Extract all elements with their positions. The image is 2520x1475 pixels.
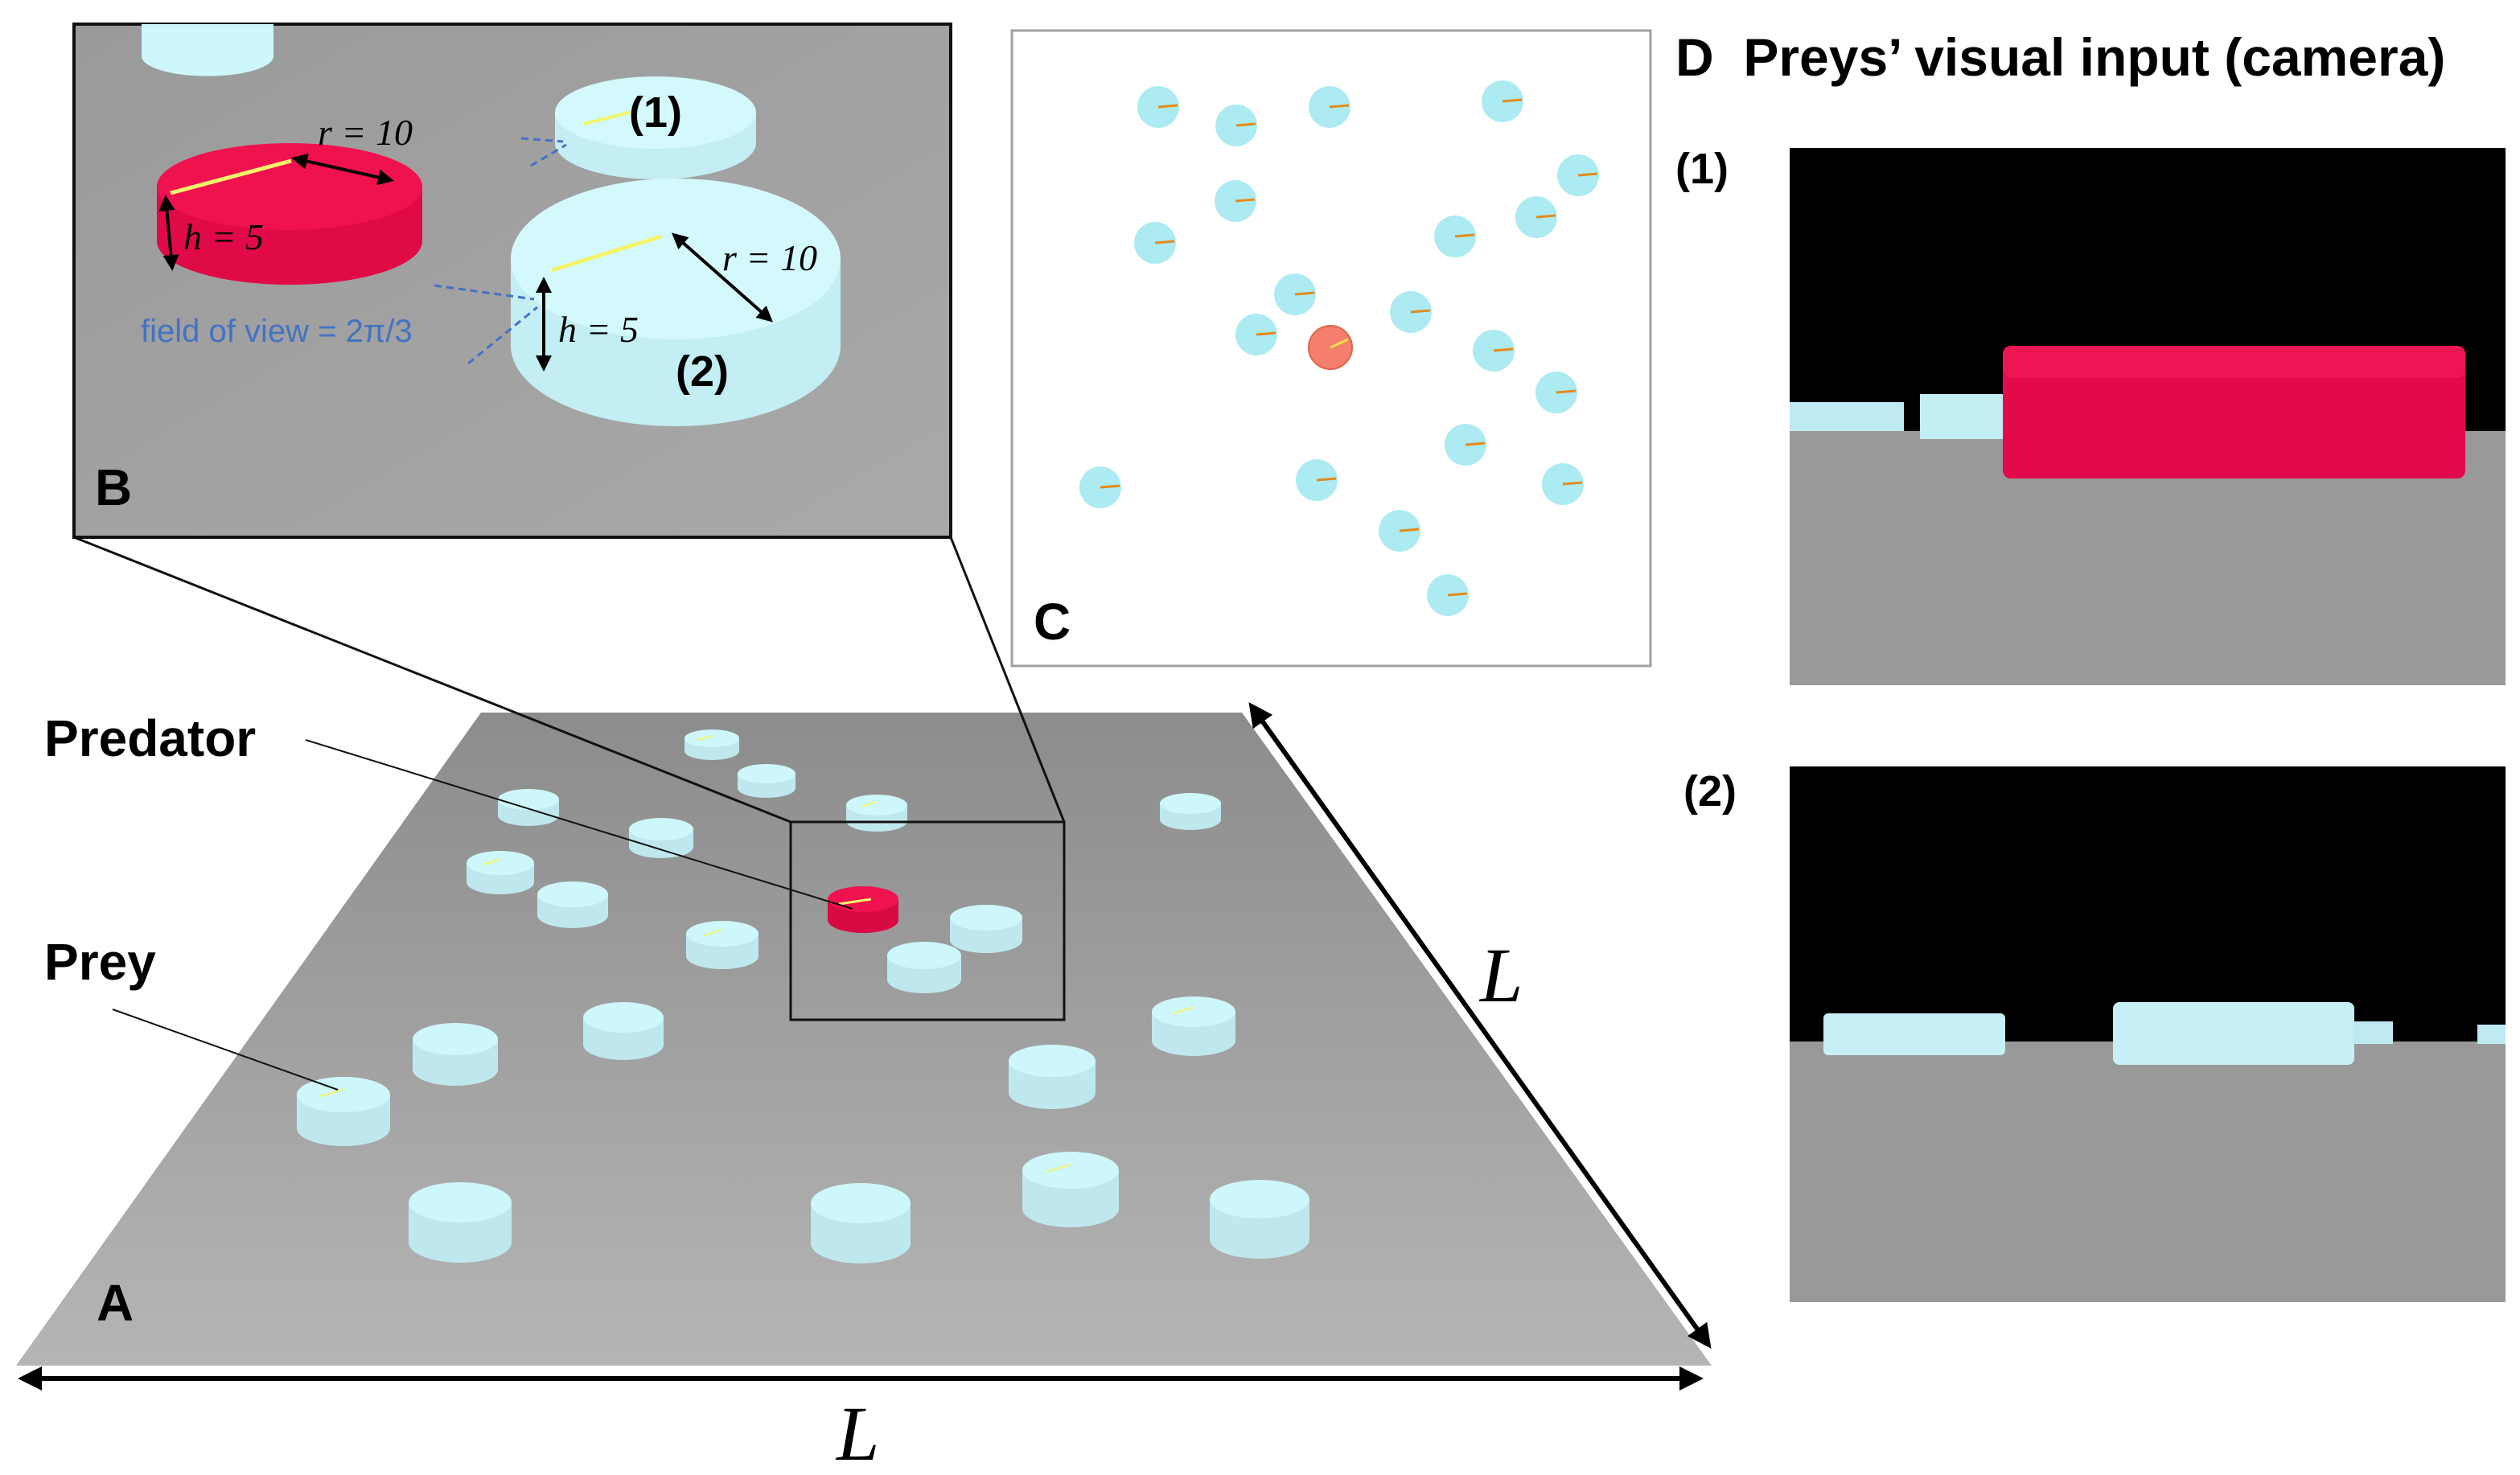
camera-1-predator [2003,346,2465,479]
prey-leader-line [112,1009,339,1091]
zoom-connector-right [949,536,1066,823]
prey-agent-3d [297,1077,390,1146]
prey-agent-top [1079,466,1121,508]
predator-agent-top-view [1308,325,1353,370]
camera-view-1 [1790,148,2506,685]
predator-cylinder-3d [828,886,898,933]
prey-agent-3d [846,795,907,832]
prey-agent-3d [887,942,961,993]
prey-agent-top [1379,510,1420,552]
prey-agent-3d [738,764,795,798]
zoom-region-box [789,820,1066,1021]
panel-c-letter: C [1034,593,1071,651]
prey2-height-label: h = 5 [558,309,639,350]
prey-agent-top [1274,273,1316,315]
predator-agent-3d [828,886,898,933]
predator-radius-label: r = 10 [318,112,413,153]
predator-label: Predator [44,709,256,767]
prey-agent-3d [467,851,534,894]
prey-agent-top [1215,180,1256,222]
panel-d-title: D Preys’ visual input (camera) [1675,27,2445,87]
prey-agent-3d [583,1002,664,1060]
prey-agent-top [1482,80,1523,122]
prey-2-marker: (2) [676,347,729,396]
prey-agent-top [1535,372,1577,413]
prey-agent-top [1296,459,1338,501]
predator-agent-top [1308,325,1353,370]
camera-1-prey-far [1790,402,1904,431]
prey-agent-top [1427,574,1469,616]
prey-agent-3d [537,881,608,928]
prey-agent-3d [686,921,758,969]
prey-partial-top [142,24,273,76]
panel-a-letter: A [97,1274,134,1332]
fov-line-2a [434,284,535,301]
prey-agent-3d [498,789,559,826]
camera-2-prey-left [1823,1013,2005,1055]
panel-d: D Preys’ visual input (camera) (1) (2) [1675,27,2506,1302]
prey2-radius-label: r = 10 [722,237,817,278]
prey-agent-3d [413,1023,498,1086]
prey-1-cylinder [555,76,756,179]
fov-line-2b [467,306,538,365]
panel-a: Predator Prey A L L [16,536,1712,1475]
camera-2-prey-behind [2353,1021,2393,1044]
prey-agent-3d [1009,1045,1096,1109]
prey-agent-3d [950,905,1022,953]
fov-line-1a [520,137,564,143]
prey-agent-top [1557,154,1599,196]
panel-b-letter: B [95,458,132,516]
panel-b: r = 10 h = 5 r = 10 h = 5 field of view … [72,23,952,539]
prey-agent-top [1434,216,1476,257]
camera-view-2 [1790,766,2506,1302]
prey-1-marker: (1) [629,88,682,137]
prey-agent-3d [1210,1180,1309,1259]
prey-agent-top [1309,86,1350,128]
panel-c: C [1010,29,1652,668]
predator-height-label: h = 5 [183,216,264,257]
fov-label: field of view = 2π/3 [141,314,413,349]
predator-cylinder [157,143,422,285]
prey-agent-top [1473,330,1515,372]
camera-view-1-label: (1) [1675,145,1729,193]
width-dimension-label: L [835,1391,879,1475]
prey-agent-top [1215,105,1257,146]
prey-agent-3d [811,1183,911,1263]
prey-label: Prey [44,933,156,991]
prey-agent-top [1134,222,1176,264]
prey-agent-top [1235,314,1277,355]
camera-2-prey-edge [2477,1025,2506,1044]
prey-agent-3d [409,1182,512,1263]
prey-agent-top [1515,196,1557,238]
predator-leader-line [305,739,853,910]
camera-view-2-label: (2) [1683,767,1737,816]
prey2-radius-arrow [672,232,773,323]
prey-agent-top [1390,291,1432,333]
prey-agent-top [1137,86,1179,128]
prey-agent-3d [629,818,693,858]
camera-2-prey-center [2113,1002,2354,1065]
prey-agent-3d [1160,793,1221,830]
prey-agent-top [1542,463,1584,505]
prey-agent-3d [1022,1152,1119,1227]
fov-line-1b [530,143,567,167]
predator-radius-arrow [291,153,394,186]
predator-height-arrow [158,195,179,271]
zoom-connector-left [73,536,791,824]
prey-agent-top [1445,424,1486,466]
depth-dimension-label: L [1478,932,1523,1018]
prey-agent-3d [684,729,739,760]
prey-agents-top-view [1079,80,1599,616]
prey-agent-3d [1152,996,1235,1056]
camera-1-prey-near [1920,394,2008,439]
depth-dimension-arrow [1248,702,1712,1349]
